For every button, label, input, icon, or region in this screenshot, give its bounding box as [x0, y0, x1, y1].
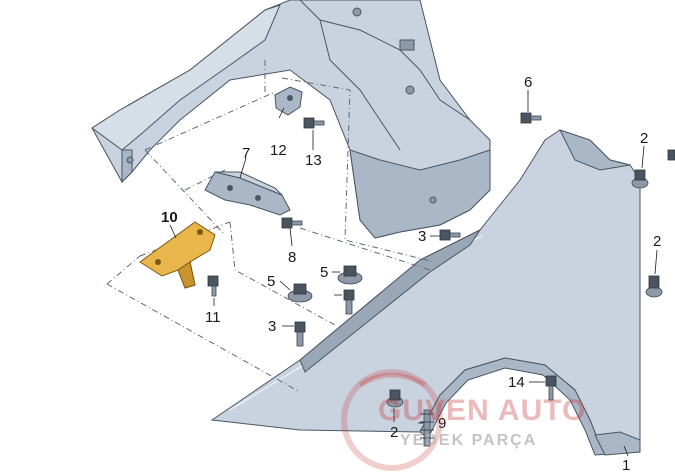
hex-bolt-icon	[439, 229, 461, 241]
hex-bolt-icon	[281, 217, 303, 229]
callout-3-lower: 3	[268, 318, 276, 335]
watermark-tagline: YEDEK PARÇA	[400, 432, 537, 449]
hex-bolt-icon	[294, 321, 306, 347]
flange-nut-icon	[337, 265, 363, 285]
watermark: GUVEN AUTO YEDEK PARÇA	[341, 369, 586, 471]
hex-bolt-icon	[207, 275, 219, 297]
callout-6: 6	[524, 74, 532, 91]
watermark-brand: GUVEN AUTO	[378, 394, 586, 427]
callout-14: 14	[508, 374, 525, 391]
body-inner-structure	[91, 0, 491, 239]
callout-labels: 6 2 2 12 13 7 10 8 11 3 5 5 3 14 9 2 1	[161, 74, 661, 472]
front-fender	[210, 129, 641, 456]
flange-nut-icon	[667, 149, 675, 161]
callout-9: 9	[438, 415, 446, 432]
flange-nut-icon	[287, 283, 313, 303]
flange-nut-icon	[631, 169, 649, 189]
callout-8: 8	[288, 249, 296, 266]
callout-7: 7	[242, 145, 250, 162]
callout-3-upper: 3	[418, 228, 426, 245]
callout-13: 13	[305, 152, 322, 169]
callout-10: 10	[161, 209, 178, 226]
hex-bolt-icon	[520, 112, 542, 124]
leader-lines	[169, 90, 658, 457]
callout-2-bottom: 2	[390, 424, 398, 441]
flange-nut-icon	[645, 275, 663, 298]
bracket-part-7	[204, 171, 291, 216]
callout-5-left: 5	[267, 273, 275, 290]
fasteners	[207, 112, 675, 447]
callout-12: 12	[270, 142, 287, 159]
hex-bolt-icon	[545, 375, 557, 401]
callout-2-top: 2	[640, 130, 648, 147]
assembly-lines	[106, 60, 436, 393]
flange-nut-icon	[386, 389, 404, 408]
callout-1: 1	[622, 457, 630, 472]
clip-part-12	[274, 86, 303, 116]
callout-5-right: 5	[320, 264, 328, 281]
callout-11: 11	[205, 309, 221, 326]
hex-bolt-icon	[343, 289, 355, 315]
hex-bolt-icon	[303, 117, 325, 129]
bracket-part-10	[139, 221, 216, 289]
callout-2-mid: 2	[653, 233, 661, 250]
clip-icon	[420, 409, 434, 447]
